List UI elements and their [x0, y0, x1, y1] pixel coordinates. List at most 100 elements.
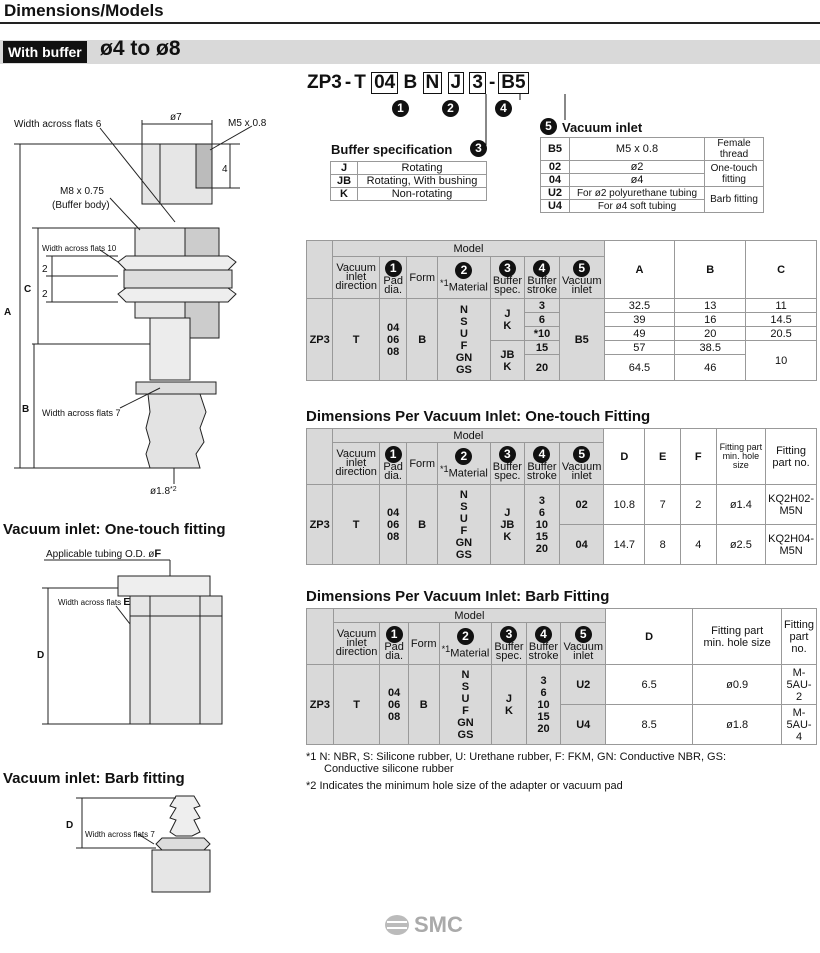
cell-c: 10: [745, 340, 817, 381]
label-waf6: Width across flats 6: [14, 119, 102, 130]
cell-hole: ø2.5: [715, 524, 767, 565]
label-four: 4: [222, 164, 228, 175]
label-dia7: ø7: [170, 112, 182, 123]
code-sep2: -: [488, 72, 496, 93]
barb-title: Dimensions Per Vacuum Inlet: Barb Fittin…: [306, 588, 610, 605]
vi-desc: For ø4 soft tubing: [569, 199, 705, 213]
onetouch-drawing-title: Vacuum inlet: One-touch fitting: [3, 521, 226, 538]
marker-1: 1: [392, 100, 409, 117]
label-waf7-barb: Width across flats 7: [85, 830, 155, 839]
cell-t: T: [332, 484, 380, 565]
cell-hole: ø0.9: [692, 664, 783, 705]
cell-b: 16: [674, 312, 747, 327]
cell-part: M-5AU-2: [781, 664, 817, 705]
col-f: F: [680, 428, 717, 485]
marker-3: 3: [470, 140, 487, 157]
cell-zp3: ZP3: [305, 484, 334, 565]
cell-c: 11: [745, 298, 817, 313]
model-code: ZP3-T 04 B N J 3-B5: [307, 72, 529, 94]
cell-b: 46: [674, 354, 747, 381]
onetouch-drawing: Applicable tubing O.D. øF Width across f…: [37, 548, 223, 725]
label-d: D: [37, 650, 44, 661]
cell-t: T: [332, 664, 381, 745]
cell-a: 64.5: [603, 354, 676, 381]
hdr-form: Form: [406, 442, 438, 485]
cell-form: B: [407, 664, 440, 745]
cell-zp3: ZP3: [306, 664, 334, 745]
code-sep: -: [344, 72, 352, 93]
code-vacuum-inlet: B5: [498, 72, 529, 94]
cell-form: B: [406, 298, 439, 381]
smc-logo-icon: [385, 915, 409, 935]
hdr-material: 2*1Material: [436, 442, 491, 485]
col-fit-part: Fitting part no.: [781, 608, 817, 665]
cell-d: 10.8: [603, 484, 646, 525]
label-buffer-body: (Buffer body): [52, 200, 110, 211]
cell-e: 8: [644, 524, 681, 565]
code-leader-lines: [485, 94, 566, 145]
col-a: A: [603, 240, 676, 299]
bs-code: K: [330, 187, 358, 201]
section-label: With buffer: [3, 41, 87, 63]
label-a: A: [4, 307, 11, 318]
marker-4: 4: [495, 100, 512, 117]
vi-code: U2: [540, 186, 570, 200]
cell-d: 8.5: [605, 704, 694, 745]
cell-c: 14.5: [745, 312, 817, 327]
bs-desc: Rotating, With bushing: [357, 174, 487, 188]
vi-code: B5: [540, 137, 570, 161]
barb-drawing-title: Vacuum inlet: Barb fitting: [3, 770, 185, 787]
buffer-spec-title: Buffer specification: [331, 142, 453, 157]
vi-code: U4: [540, 199, 570, 213]
main-drawing: Width across flats 6 ø7 M5 x 0.8 4 M8 x …: [4, 112, 267, 497]
cell-inlet: U2: [560, 664, 607, 705]
hdr-material: 2*1Material: [438, 622, 493, 665]
label-waf10: Width across flats 10: [42, 244, 117, 253]
vi-desc: For ø2 polyurethane tubing: [569, 186, 705, 200]
cell-t: T: [332, 298, 380, 381]
col-e: E: [644, 428, 681, 485]
section-range: ø4 to ø8: [100, 37, 181, 60]
bs-desc: Rotating: [357, 161, 487, 175]
label-c: C: [24, 284, 31, 295]
vi-desc: ø4: [569, 173, 705, 187]
label-waf-e: Width across flats E: [58, 597, 130, 608]
cell-f: 2: [680, 484, 717, 525]
marker-2: 2: [442, 100, 459, 117]
model-header: Model: [332, 240, 605, 257]
bs-code: J: [330, 161, 358, 175]
label-b: B: [22, 404, 29, 415]
model-header: Model: [332, 428, 605, 443]
cell-c: 20.5: [745, 326, 817, 341]
code-t: T: [354, 72, 366, 93]
cell-form: B: [406, 484, 438, 565]
cell-a: 57: [603, 340, 676, 355]
label-m8: M8 x 0.75: [60, 186, 104, 197]
cell-a: 39: [603, 312, 676, 327]
onetouch-title: Dimensions Per Vacuum Inlet: One-touch F…: [306, 408, 651, 425]
bs-desc: Non-rotating: [357, 187, 487, 201]
hdr-material: 2*1Material: [437, 256, 491, 299]
cell-stroke: 3: [523, 298, 560, 313]
cell-d: 14.7: [603, 524, 646, 565]
model-header: Model: [332, 608, 607, 623]
label-m5: M5 x 0.8: [228, 118, 267, 129]
cell-inlet: U4: [560, 704, 607, 745]
vi-code: 04: [540, 173, 570, 187]
